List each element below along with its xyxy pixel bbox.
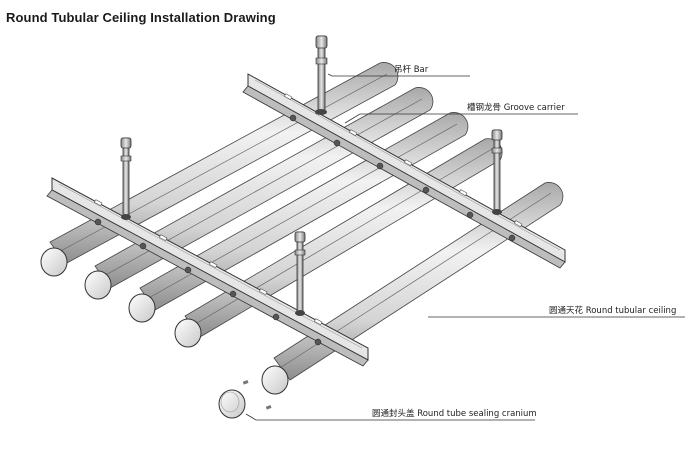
hanger-bar-front-right [294,231,306,316]
callout-groove-carrier: 槽钢龙骨 Groove carrier [467,102,565,113]
diagram-title: Round Tubular Ceiling Installation Drawi… [6,10,276,25]
hanger-bar-back-right [491,129,503,215]
callout-bar: 吊杆 Bar [394,64,429,75]
hanger-bar-front-left [120,137,132,220]
tube-6 [261,182,564,395]
callout-sealing-cap: 圆通封头盖 Round tube sealing cranium [372,408,537,419]
hanger-bar-back-left [315,35,328,115]
sealing-cap [218,380,272,419]
groove-carrier-back [242,73,566,269]
carrier-clips [94,114,516,346]
callout-round-tubular-ceiling: 圆通天花 Round tubular ceiling [549,305,676,316]
callout-leaders [245,73,685,421]
carrier-slots [94,93,523,326]
